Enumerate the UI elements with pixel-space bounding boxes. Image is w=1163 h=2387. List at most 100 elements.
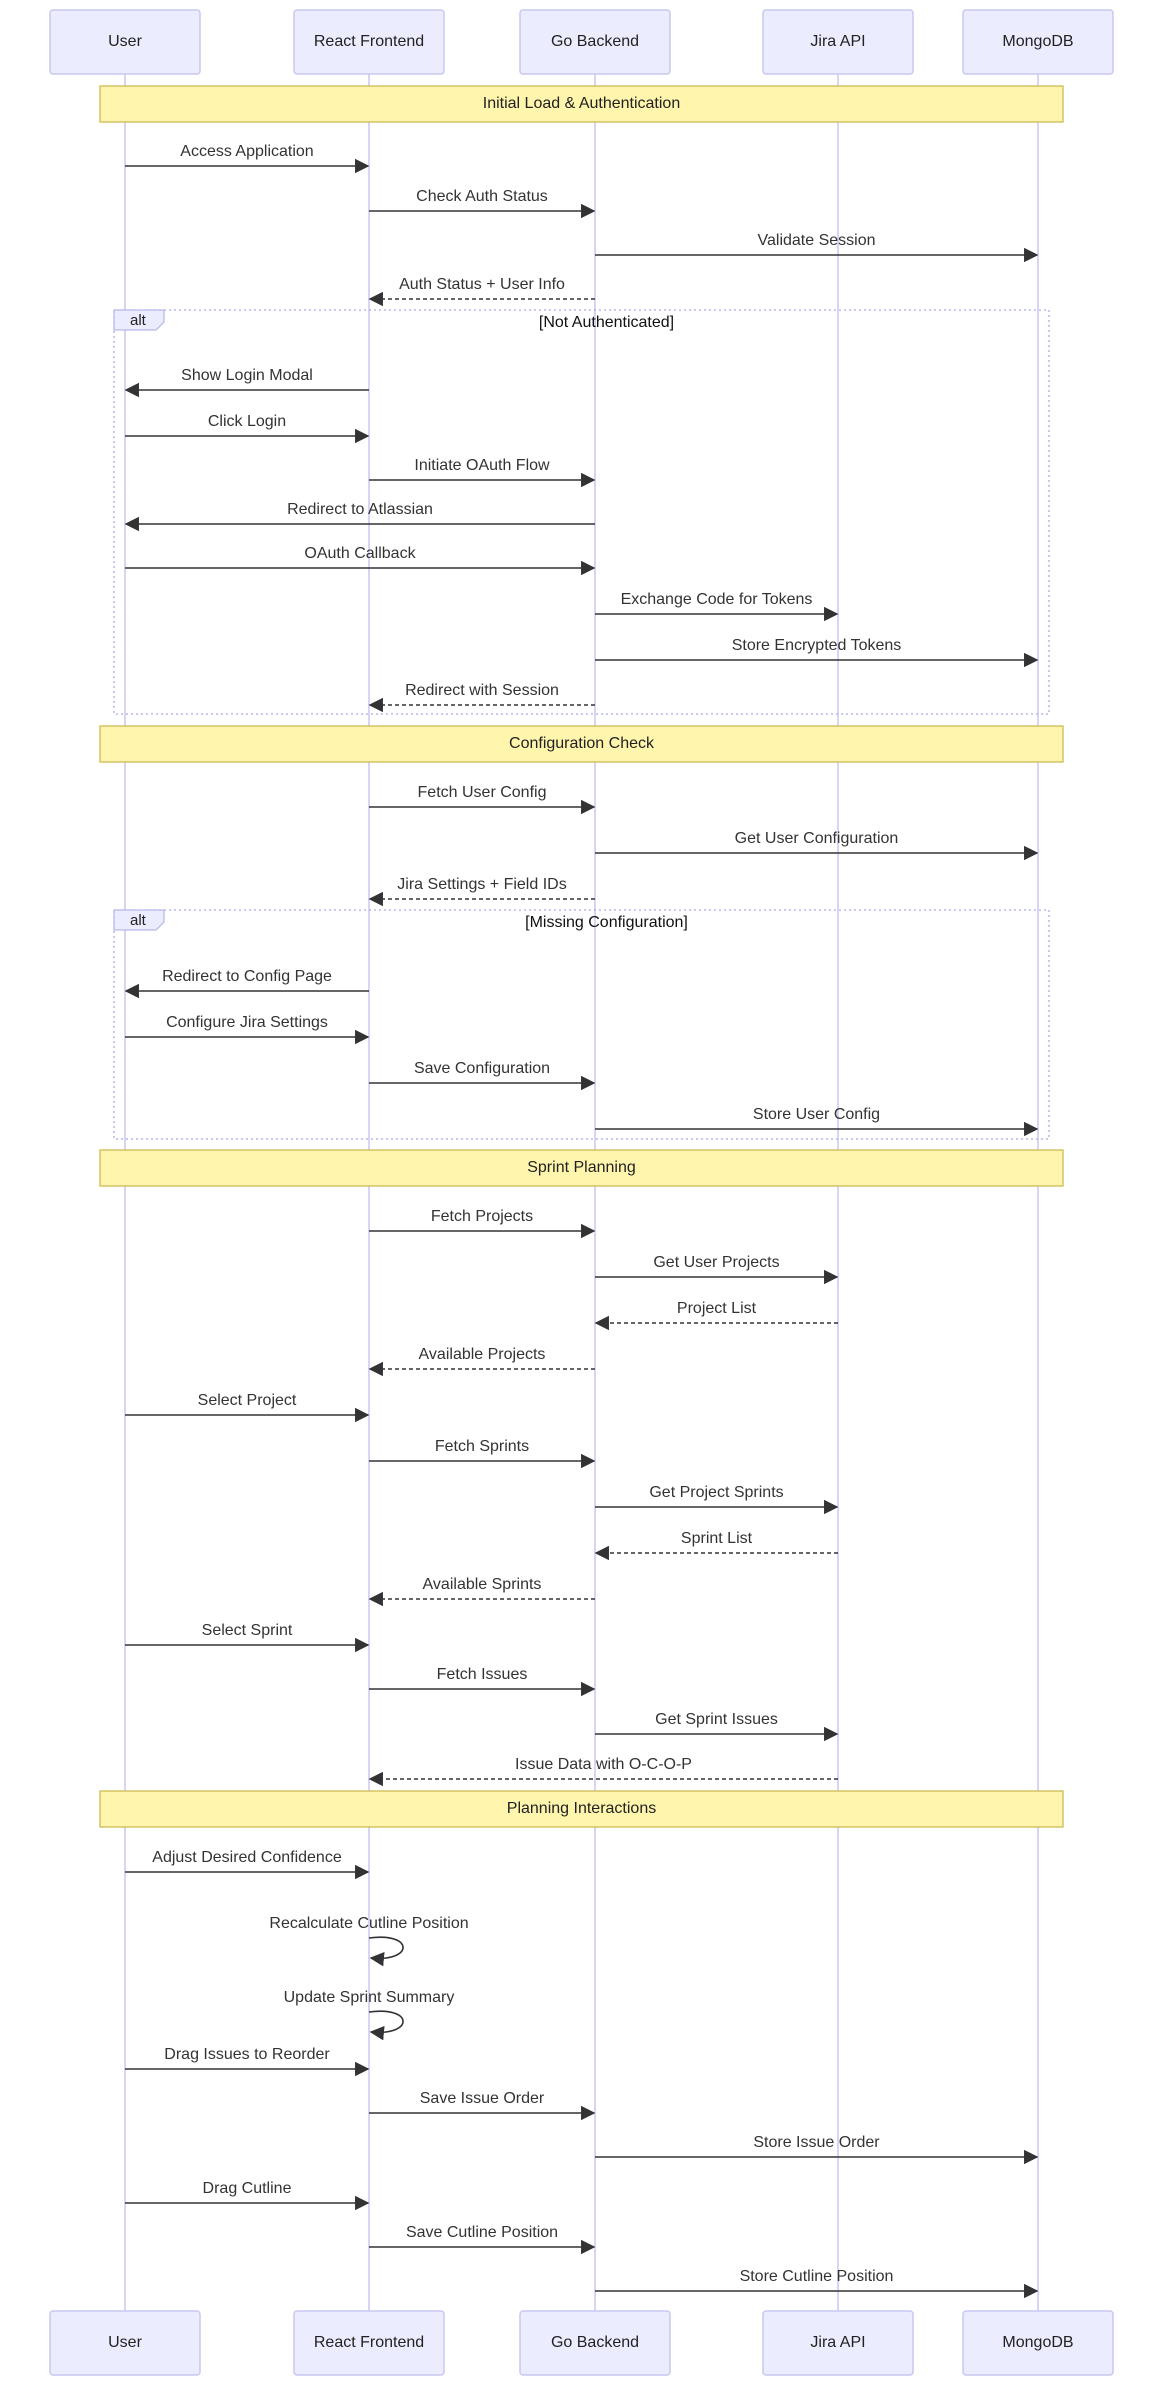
actor-box (762, 2310, 914, 2376)
message-label: Sprint List (681, 1530, 753, 1547)
message: Get Project Sprints (595, 1484, 839, 1515)
message-label: Fetch Sprints (435, 1438, 529, 1455)
message-label: Get Sprint Issues (655, 1711, 778, 1728)
actor-backend-bottom: Go Backend (519, 2310, 671, 2376)
message: Store Encrypted Tokens (595, 637, 1039, 668)
actor-user-bottom: User (49, 2310, 201, 2376)
alt-tag-shape (113, 909, 165, 931)
message: Check Auth Status (369, 188, 596, 219)
message-label: Get User Configuration (735, 830, 899, 847)
message: Save Configuration (369, 1060, 596, 1091)
message-label: Select Sprint (202, 1622, 293, 1639)
message: Project List (594, 1300, 838, 1331)
section-note-label: Sprint Planning (527, 1159, 636, 1176)
actor-box (293, 2310, 445, 2376)
message: Update Sprint Summary (284, 1989, 455, 2041)
alt-frame-border (113, 909, 1050, 1140)
message: Show Login Modal (124, 367, 369, 398)
message: Redirect to Atlassian (124, 501, 595, 532)
message: Get User Projects (595, 1254, 839, 1285)
actor-label: React Frontend (314, 33, 424, 50)
alt-tag-label: alt (130, 912, 147, 929)
message: Fetch Sprints (369, 1438, 596, 1469)
lifelines (124, 74, 1039, 2311)
message: Access Application (125, 143, 370, 174)
alt-condition: [Not Authenticated] (539, 314, 674, 331)
message: OAuth Callback (125, 545, 596, 576)
actor-label: User (108, 33, 142, 50)
message: Click Login (125, 413, 370, 444)
actor-box (962, 9, 1114, 75)
actor-label: React Frontend (314, 2334, 424, 2351)
section-note-box (99, 1149, 1064, 1187)
message: Save Cutline Position (369, 2224, 596, 2255)
message: Available Sprints (368, 1576, 595, 1607)
message: Sprint List (594, 1530, 838, 1561)
message-label: Redirect to Config Page (162, 968, 332, 985)
actor-label: User (108, 2334, 142, 2351)
message: Fetch Projects (369, 1208, 596, 1239)
actor-box (519, 2310, 671, 2376)
message: Get Sprint Issues (595, 1711, 839, 1742)
message-label: Adjust Desired Confidence (152, 1849, 342, 1866)
message: Exchange Code for Tokens (595, 591, 839, 622)
message: Recalculate Cutline Position (269, 1915, 469, 1967)
message-label: Store User Config (753, 1106, 880, 1123)
message: Fetch User Config (369, 784, 596, 815)
message: Store Cutline Position (595, 2268, 1039, 2299)
section-note: Planning Interactions (99, 1790, 1064, 1828)
message-label: Save Issue Order (420, 2090, 545, 2107)
message: Save Issue Order (369, 2090, 596, 2121)
self-message-arrow (368, 2010, 404, 2041)
message-label: Recalculate Cutline Position (269, 1915, 468, 1932)
message-label: Fetch User Config (418, 784, 547, 801)
message-label: Store Encrypted Tokens (732, 637, 902, 654)
message: Auth Status + User Info (368, 276, 595, 307)
message: Select Sprint (125, 1622, 370, 1653)
actor-label: Jira API (810, 2334, 865, 2351)
actor-label: Go Backend (551, 2334, 639, 2351)
message: Adjust Desired Confidence (125, 1849, 370, 1880)
message-label: Configure Jira Settings (166, 1014, 328, 1031)
actor-box (762, 9, 914, 75)
message: Configure Jira Settings (125, 1014, 370, 1045)
message-label: Fetch Issues (437, 1666, 528, 1683)
message: Redirect with Session (368, 682, 595, 713)
message: Initiate OAuth Flow (369, 457, 596, 488)
alt-frame: alt[Not Authenticated] (113, 309, 1050, 715)
section-notes: Initial Load & AuthenticationConfigurati… (99, 85, 1064, 1828)
actor-box (49, 9, 201, 75)
message: Jira Settings + Field IDs (368, 876, 595, 907)
alt-condition: [Missing Configuration] (525, 914, 688, 931)
section-note-box (99, 725, 1064, 763)
message-label: Update Sprint Summary (284, 1989, 455, 2006)
actor-label: MongoDB (1002, 33, 1073, 50)
message: Validate Session (595, 232, 1039, 263)
message-label: Available Sprints (423, 1576, 542, 1593)
message: Select Project (125, 1392, 370, 1423)
actor-box (962, 2310, 1114, 2376)
message-label: Click Login (208, 413, 286, 430)
message-label: Project List (677, 1300, 757, 1317)
message-label: Initiate OAuth Flow (414, 457, 550, 474)
message-label: Show Login Modal (181, 367, 313, 384)
section-note-label: Planning Interactions (507, 1800, 656, 1817)
message-label: Save Configuration (414, 1060, 550, 1077)
message-label: Check Auth Status (416, 188, 548, 205)
self-message-arrow (368, 1936, 404, 1967)
actor-label: Jira API (810, 33, 865, 50)
message-label: Redirect with Session (405, 682, 559, 699)
message-label: Issue Data with O-C-O-P (515, 1756, 692, 1773)
message-label: Fetch Projects (431, 1208, 533, 1225)
section-note-box (99, 85, 1064, 123)
section-note-label: Configuration Check (509, 735, 655, 752)
message-label: Get User Projects (653, 1254, 779, 1271)
alt-frames: alt[Not Authenticated] alt [Missing Config… (113, 309, 1050, 1140)
actor-jira-bottom: Jira API (762, 2310, 914, 2376)
actor-box (519, 9, 671, 75)
message-label: Available Projects (419, 1346, 546, 1363)
message-label: Select Project (198, 1392, 297, 1409)
